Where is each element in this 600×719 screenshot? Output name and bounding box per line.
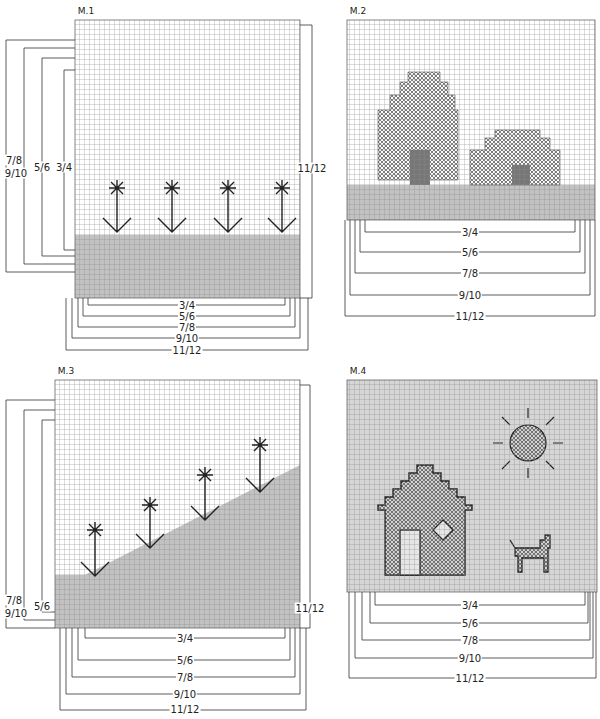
chart-title: M.1 xyxy=(77,6,95,17)
size-label: 7/8 xyxy=(461,635,479,646)
chart-title: M.3 xyxy=(57,366,75,377)
size-label: 5/6 xyxy=(461,618,479,629)
size-label: 9/10 xyxy=(4,168,28,179)
size-label: 7/8 xyxy=(176,672,194,683)
size-label: 5/6 xyxy=(33,601,51,612)
size-label: 7/8 xyxy=(461,268,479,279)
size-label: 5/6 xyxy=(33,162,51,173)
size-label: 5/6 xyxy=(178,311,196,322)
size-label: 3/4 xyxy=(176,633,194,644)
size-label: 9/10 xyxy=(4,608,28,619)
size-label: 9/10 xyxy=(458,653,482,664)
size-label: 7/8 xyxy=(178,322,196,333)
chart-title: M.4 xyxy=(349,366,367,377)
size-label: 11/12 xyxy=(170,704,201,715)
size-label: 11/12 xyxy=(172,345,203,356)
size-label: 5/6 xyxy=(461,247,479,258)
size-label: 5/6 xyxy=(176,655,194,666)
size-label: 3/4 xyxy=(178,300,196,311)
size-label: 9/10 xyxy=(175,333,199,344)
size-label: 7/8 xyxy=(5,595,23,606)
size-label: 11/12 xyxy=(297,163,328,174)
chart-title: M.2 xyxy=(349,6,367,17)
size-label: 11/12 xyxy=(455,311,486,322)
size-label: 3/4 xyxy=(461,600,479,611)
size-label: 7/8 xyxy=(5,155,23,166)
size-label: 3/4 xyxy=(55,162,73,173)
size-label: 11/12 xyxy=(295,603,326,614)
size-label: 9/10 xyxy=(458,290,482,301)
size-label: 11/12 xyxy=(455,673,486,684)
size-label: 3/4 xyxy=(461,227,479,238)
size-label: 9/10 xyxy=(173,689,197,700)
